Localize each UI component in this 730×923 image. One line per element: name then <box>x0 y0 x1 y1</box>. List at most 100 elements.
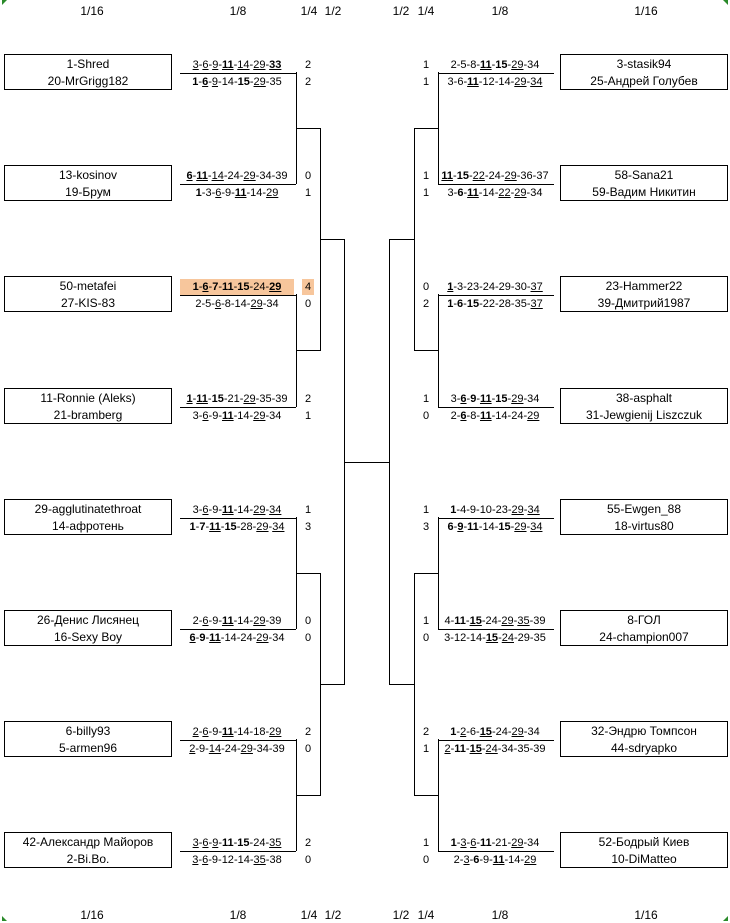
player-name: 2-Bi.Bo. <box>66 852 110 866</box>
round-header-right-top: 1/8 <box>491 4 509 18</box>
bracket-connector <box>414 795 438 796</box>
match-score: 4 <box>302 279 314 295</box>
number-sequence: 3-12-14-15-24-29-35 <box>444 632 546 644</box>
number-sequence: 1-6-7-11-15-24-29 <box>180 279 294 295</box>
bracket-connector <box>389 239 390 685</box>
number-sequence: 3-6-9-12-14-35-38 <box>192 854 282 866</box>
round-header-left-top: 1/16 <box>80 4 104 18</box>
bracket-connector <box>438 628 439 629</box>
sequence-divider <box>438 407 554 408</box>
match-score: 1 <box>422 743 430 755</box>
player-name: 26-Денис Лисянец <box>36 613 140 627</box>
sequence-divider <box>180 740 296 741</box>
player-name: 38-asphalt <box>615 391 673 405</box>
bracket-connector <box>296 406 297 407</box>
round-header-right-bottom: 1/8 <box>491 908 509 922</box>
number-sequence: 3-6-9-11-14-29-34 <box>192 504 282 516</box>
bracket-connector <box>296 72 297 73</box>
round-header-right-top: 1/2 <box>392 4 410 18</box>
player-name: 13-kosinov <box>58 168 118 182</box>
number-sequence: 2-9-14-24-29-34-39 <box>189 743 285 755</box>
match-score: 0 <box>304 298 312 310</box>
player-name: 8-ГОЛ <box>627 613 661 627</box>
number-sequence: 1-2-6-15-24-29-34 <box>450 726 540 738</box>
match-box: 38-asphalt 31-Jewgienij Liszczuk <box>560 388 728 424</box>
corner-mark <box>723 916 728 921</box>
player-name: 5-armen96 <box>58 741 118 755</box>
player-name: 1-Shred <box>66 57 110 71</box>
player-name: 25-Андрей Голубев <box>590 74 698 88</box>
bracket-connector <box>414 128 415 351</box>
bracket-connector <box>438 517 439 629</box>
bracket-connector <box>438 739 439 740</box>
number-sequence: 6-9-11-14-24-29-34 <box>189 632 285 644</box>
sequence-divider <box>180 407 296 408</box>
number-sequence: 4-11-15-24-29-35-39 <box>444 615 546 627</box>
match-score: 2 <box>304 393 312 405</box>
match-score: 0 <box>422 410 430 422</box>
match-box: 32-Эндрю Томпсон 44-sdryapko <box>560 721 728 757</box>
player-name: 31-Jewgienij Liszczuk <box>585 408 703 422</box>
round-header-left-bottom: 1/16 <box>80 908 104 922</box>
player-name: 59-Вадим Никитин <box>592 185 696 199</box>
player-name: 55-Ewgen_88 <box>606 502 682 516</box>
round-header-left-bottom: 1/2 <box>324 908 342 922</box>
number-sequence: 1-3-6-11-21-29-34 <box>450 837 540 849</box>
number-sequence: 2-6-8-11-14-24-29 <box>450 410 540 422</box>
corner-mark <box>723 0 728 5</box>
match-score: 0 <box>304 854 312 866</box>
match-score: 0 <box>304 170 312 182</box>
bracket-connector <box>438 294 439 295</box>
bracket-connector <box>438 850 439 851</box>
match-score: 2 <box>304 726 312 738</box>
player-name: 27-KIS-83 <box>60 296 116 310</box>
sequence-divider <box>180 184 296 185</box>
match-score: 3 <box>422 521 430 533</box>
player-name: 29-agglutinatethroat <box>34 502 142 516</box>
bracket-connector <box>438 517 439 518</box>
sequence-divider <box>438 740 554 741</box>
player-name: 52-Бодрый Киев <box>598 835 690 849</box>
match-score: 1 <box>422 59 430 71</box>
bracket-connector <box>438 406 439 407</box>
match-score: 1 <box>304 187 312 199</box>
bracket-connector <box>438 183 439 184</box>
number-sequence: 3-6-11-12-14-29-34 <box>447 76 543 88</box>
player-name: 44-sdryapko <box>610 741 678 755</box>
bracket-connector <box>296 350 320 351</box>
sequence-divider <box>180 629 296 630</box>
bracket-connector <box>389 684 414 685</box>
player-name: 21-bramberg <box>53 408 123 422</box>
match-box: 29-agglutinatethroat 14-афротень <box>4 499 172 535</box>
round-header-left-top: 1/8 <box>229 4 247 18</box>
round-header-left-top: 1/2 <box>324 4 342 18</box>
sequence-divider <box>438 184 554 185</box>
bracket-connector <box>296 294 297 295</box>
number-sequence: 1-7-11-15-28-29-34 <box>189 521 285 533</box>
number-sequence: 11-15-22-24-29-36-37 <box>441 170 549 182</box>
bracket-connector <box>438 72 439 184</box>
round-header-right-bottom: 1/4 <box>417 908 435 922</box>
player-name: 58-Sana21 <box>614 168 674 182</box>
match-score: 2 <box>304 59 312 71</box>
match-score: 0 <box>422 632 430 644</box>
player-name: 14-афротень <box>52 519 124 533</box>
match-score: 0 <box>304 743 312 755</box>
match-score: 2 <box>304 837 312 849</box>
match-box: 11-Ronnie (Aleks)21-bramberg <box>4 388 172 424</box>
bracket-connector <box>438 739 439 851</box>
player-name: 32-Эндрю Томпсон <box>591 724 697 738</box>
round-header-right-top: 1/4 <box>417 4 435 18</box>
corner-mark <box>2 916 7 921</box>
player-name: 3-stasik94 <box>616 57 672 71</box>
bracket-connector <box>438 294 439 407</box>
number-sequence: 1-4-9-10-23-29-34 <box>450 504 540 516</box>
number-sequence: 1-3-23-24-29-30-37 <box>447 281 543 293</box>
bracket-connector <box>320 239 344 240</box>
number-sequence: 6-9-11-14-15-29-34 <box>447 521 543 533</box>
